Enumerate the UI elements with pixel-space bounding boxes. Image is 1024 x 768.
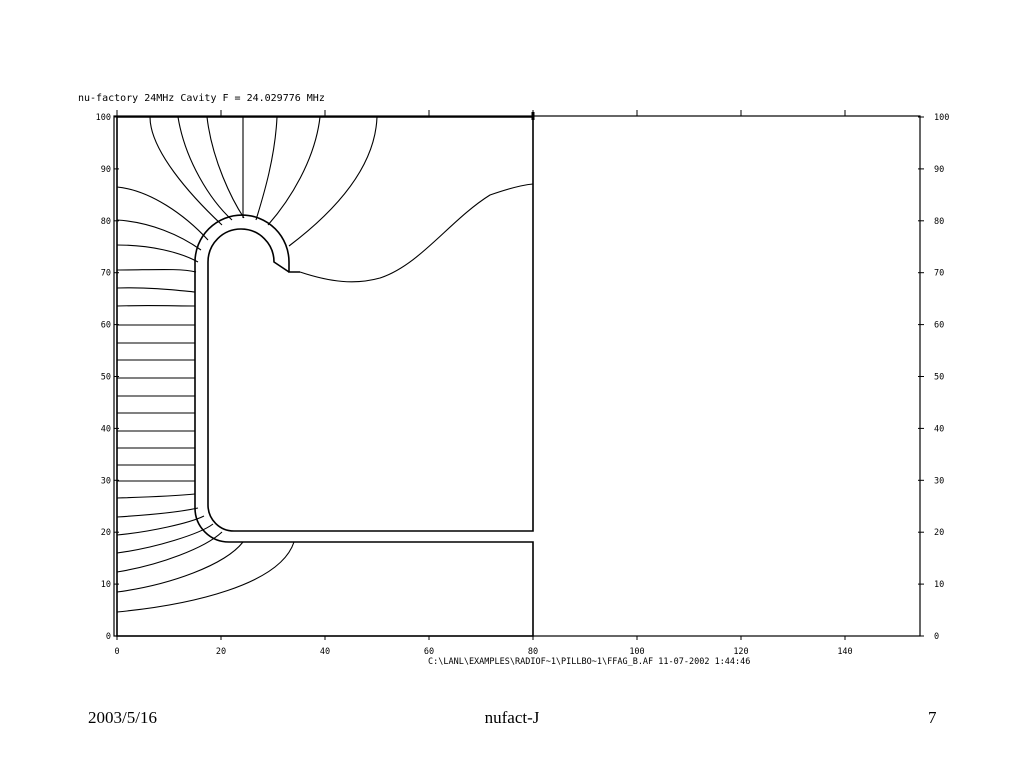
field-line [116, 531, 223, 573]
plot-frame [113, 115, 921, 637]
y-tick-label: 0 [106, 632, 111, 642]
y-axis-right: 0 10 20 30 40 50 60 70 80 90 100 [918, 113, 949, 642]
y-tick-label-right: 40 [934, 424, 944, 434]
page-number: 7 [928, 708, 937, 727]
file-path-label: C:\LANL\EXAMPLES\RADIOF~1\PILLBO~1\FFAG_… [428, 657, 750, 667]
field-lines [116, 116, 534, 613]
field-line [116, 523, 214, 554]
field-line [149, 116, 223, 226]
field-plot: nu-factory 24MHz Cavity F = 24.029776 MH… [78, 93, 949, 667]
x-tick-label: 40 [320, 647, 330, 657]
x-tick-label: 20 [216, 647, 226, 657]
y-axis-left: 0 10 20 30 40 50 60 70 80 90 100 [96, 113, 119, 642]
field-line [288, 116, 378, 247]
y-tick-label-right: 20 [934, 528, 944, 538]
y-tick-label: 80 [101, 217, 111, 227]
x-axis-top [116, 110, 846, 116]
x-tick-label: 0 [114, 647, 119, 657]
y-tick-label: 40 [101, 424, 111, 434]
y-tick-label-right: 80 [934, 217, 944, 227]
field-line [206, 116, 245, 219]
x-tick-label: 80 [528, 647, 538, 657]
footer-date: 2003/5/16 [88, 708, 157, 727]
field-line [116, 287, 196, 293]
field-line [299, 183, 534, 283]
x-tick-label: 120 [733, 647, 748, 657]
field-line [116, 268, 197, 273]
y-tick-label: 30 [101, 476, 111, 486]
field-line [116, 507, 199, 518]
y-tick-label: 20 [101, 528, 111, 538]
field-line [116, 541, 295, 613]
y-tick-label-right: 100 [934, 113, 949, 123]
field-line [116, 186, 209, 241]
x-tick-label: 100 [629, 647, 644, 657]
y-tick-label-right: 50 [934, 373, 944, 383]
drift-tube-outline [116, 117, 534, 637]
field-line [177, 116, 233, 221]
field-line [116, 244, 199, 263]
y-tick-label: 60 [101, 321, 111, 331]
y-tick-label: 90 [101, 165, 111, 175]
cavity-outer-boundary [117, 116, 534, 532]
y-tick-label: 100 [96, 113, 111, 123]
x-axis-bottom: 0 20 40 60 80 100 120 140 [114, 636, 853, 657]
y-tick-label: 50 [101, 373, 111, 383]
y-tick-label-right: 30 [934, 476, 944, 486]
field-line [116, 541, 244, 593]
y-tick-label-right: 10 [934, 580, 944, 590]
y-tick-label-right: 90 [934, 165, 944, 175]
plot-title: nu-factory 24MHz Cavity F = 24.029776 MH… [78, 93, 325, 104]
field-line [267, 116, 321, 226]
field-line [255, 116, 278, 221]
y-tick-label-right: 70 [934, 269, 944, 279]
y-tick-label-right: 60 [934, 321, 944, 331]
field-line [116, 493, 196, 499]
field-line [116, 219, 202, 251]
y-tick-label: 70 [101, 269, 111, 279]
x-tick-label: 140 [837, 647, 852, 657]
field-line [116, 515, 205, 536]
y-tick-label: 10 [101, 580, 111, 590]
x-tick-label: 60 [424, 647, 434, 657]
footer-title: nufact-J [484, 708, 540, 727]
cavity-geometry [116, 112, 535, 637]
y-tick-label-right: 0 [934, 632, 939, 642]
